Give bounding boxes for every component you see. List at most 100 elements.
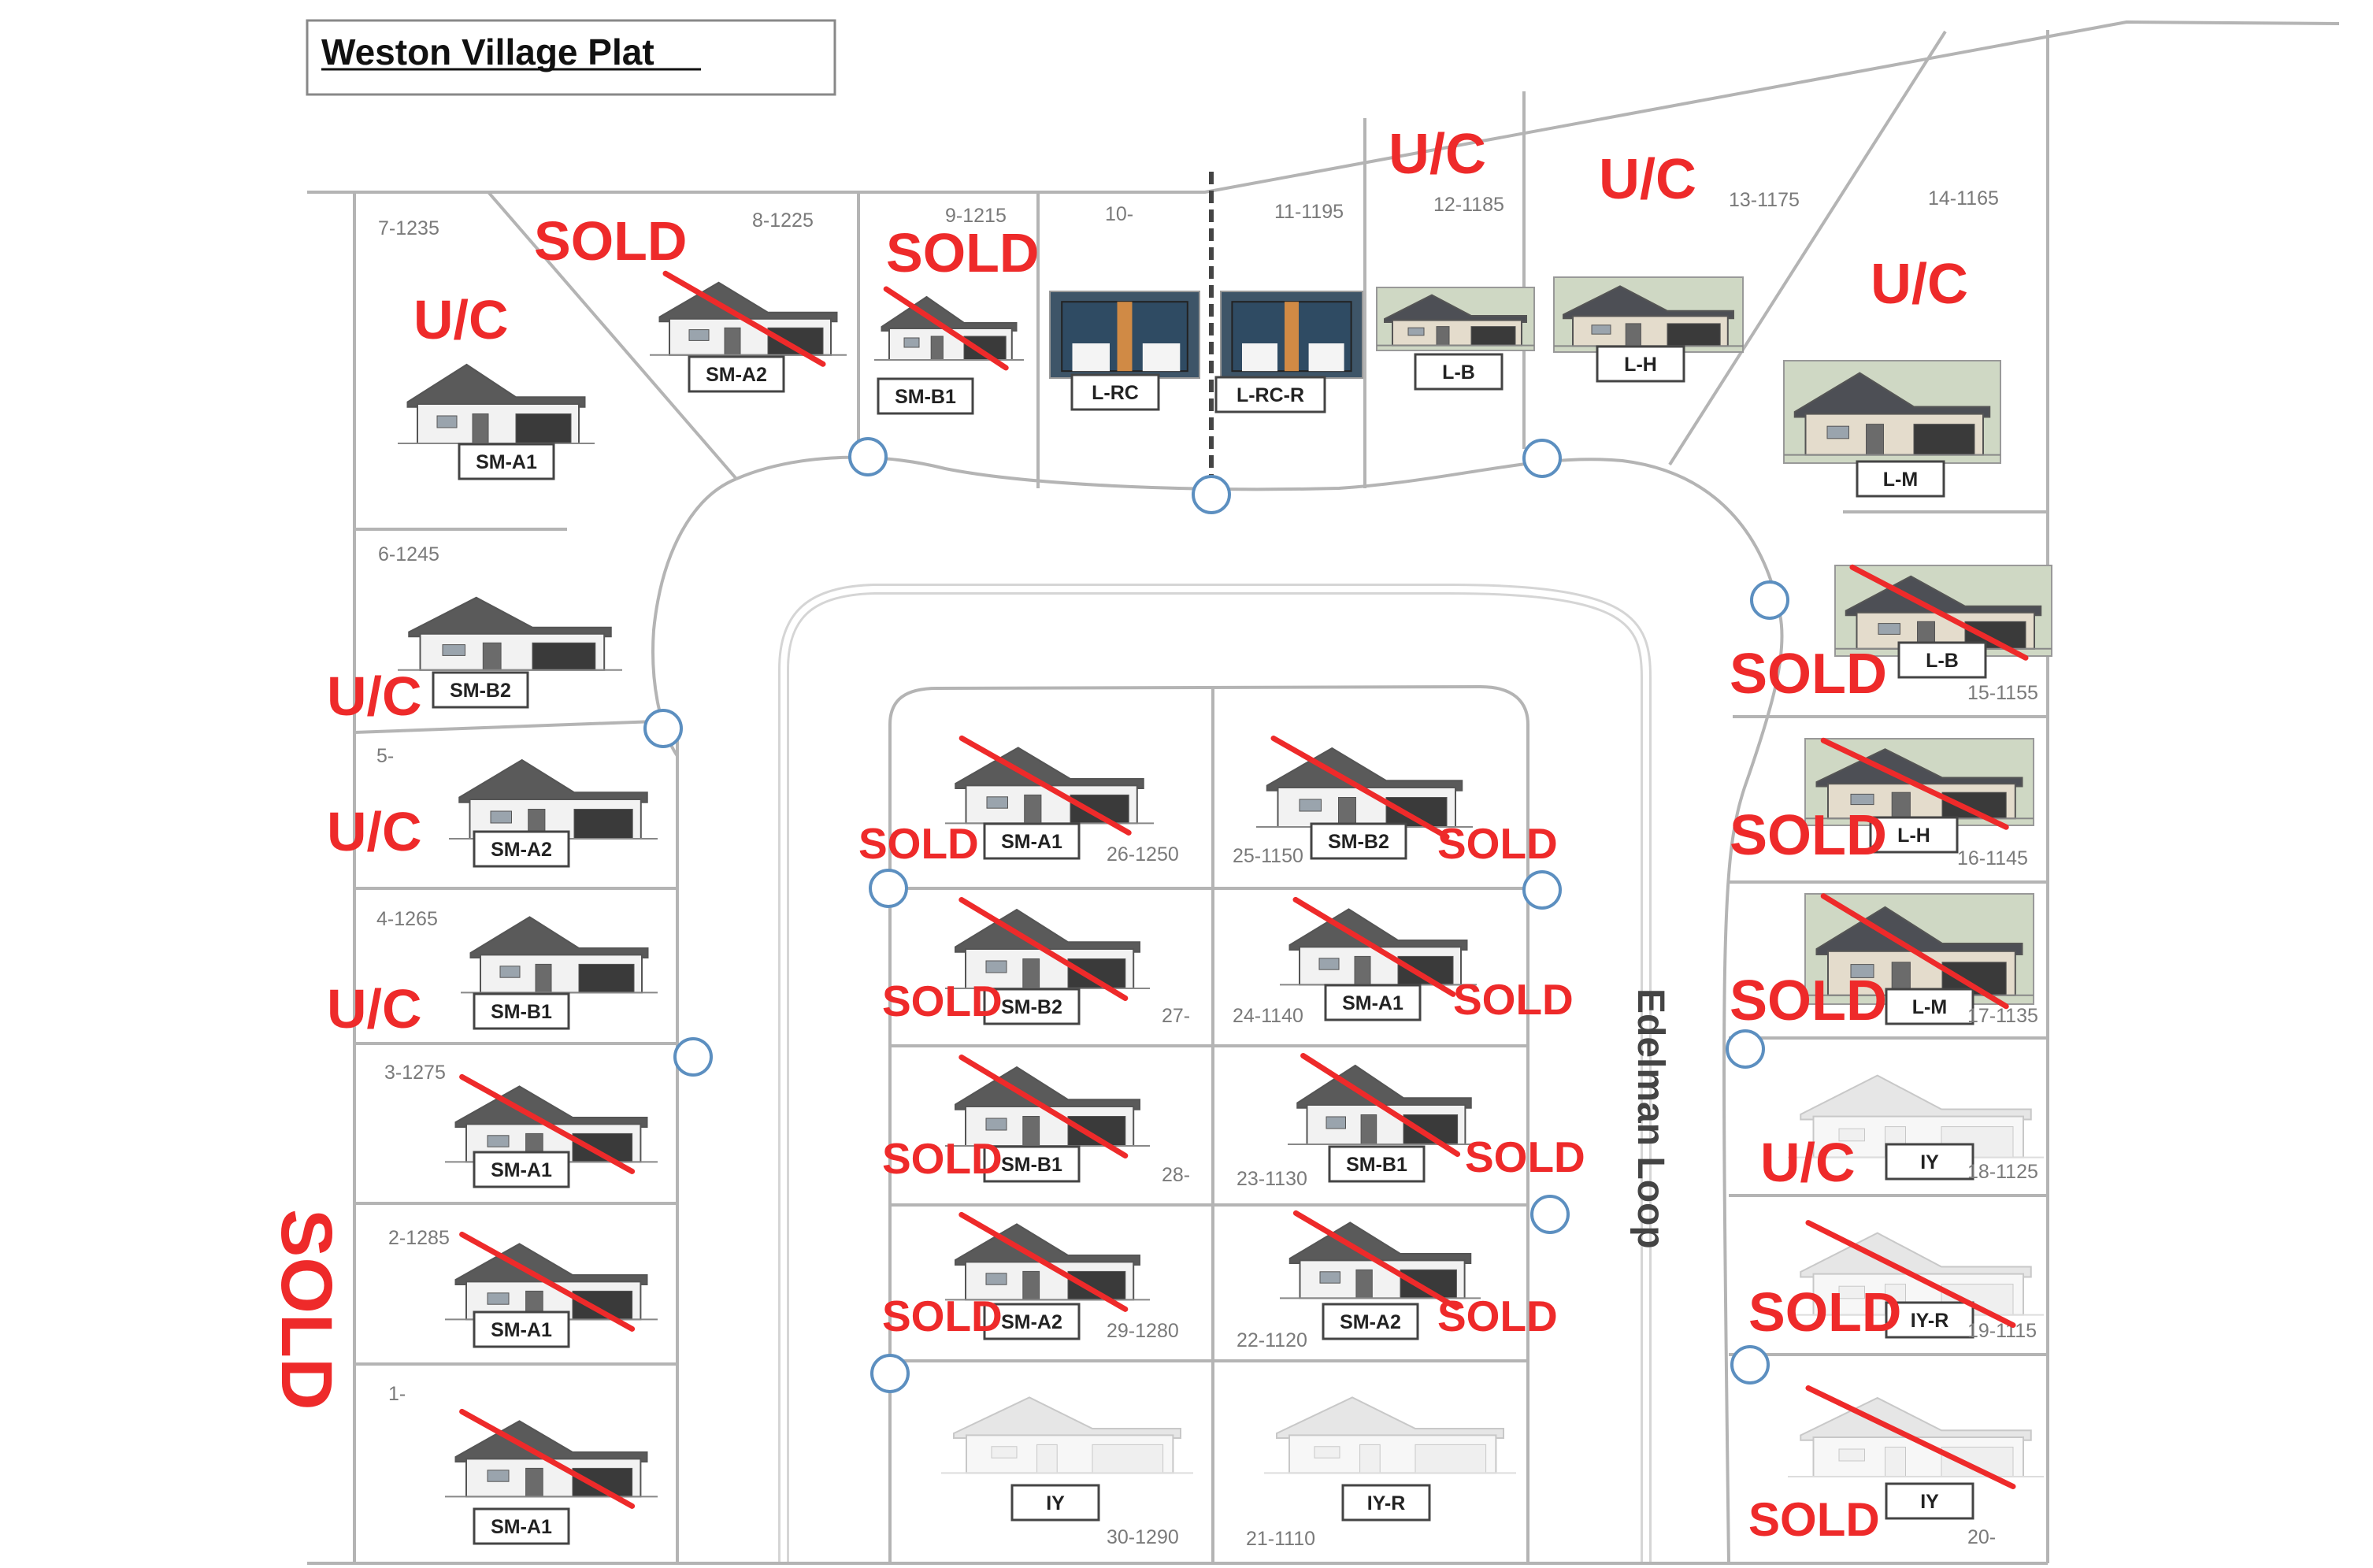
lot-number: 14-1165 [1928,187,1999,209]
lot-number: 8-1225 [752,209,814,232]
model-label-box [1341,1484,1431,1522]
window [1407,327,1425,336]
garage-door [1667,323,1721,347]
model-label: SM-A1 [476,451,537,473]
lot-number: 20- [1967,1526,1996,1548]
model-label: IY [1046,1492,1065,1514]
house-illustration [449,758,658,840]
lot-number: 24-1140 [1233,1005,1303,1027]
garage-door [1242,343,1277,372]
model-label-box [1885,1482,1974,1520]
front-door [1022,1270,1040,1300]
model-label: IY-R [1367,1492,1406,1514]
model-label: SM-A1 [491,1319,552,1341]
lot-boundaries [307,20,2340,1565]
garage-door [1941,791,2007,819]
model-label-box [1070,373,1160,411]
lot-21[interactable]: IY-R21-1110 [1246,1396,1516,1550]
garage-door [1142,343,1181,372]
house-roof [1288,1221,1472,1264]
status-label: SOLD [882,977,1003,1025]
house-illustration [945,1223,1150,1301]
sold-strike-line [958,1055,1129,1158]
window [490,810,512,824]
lot-3[interactable]: SM-A13-1275 [384,1062,658,1188]
model-label-box [1885,1143,1974,1181]
lot-number: 3-1275 [384,1062,446,1084]
house-trim [1117,302,1133,372]
lot-5[interactable]: SM-A25-U/C [327,745,658,868]
lot-number: 10- [1105,203,1133,225]
house-roof [1815,748,2023,788]
front-door [1360,1114,1377,1145]
lot-number: 27- [1162,1005,1190,1027]
house-roof [406,363,586,408]
model-label-box [1897,641,1987,679]
front-door [1354,955,1371,985]
garage-door [573,809,633,840]
front-door [1338,797,1356,828]
street-name: Edelman Loop [1630,988,1671,1249]
front-door [1022,958,1040,989]
front-door [1885,1447,1906,1477]
front-door [930,335,944,361]
status-label: SOLD [534,210,687,272]
lot-number: 29-1280 [1107,1320,1179,1342]
window [1318,958,1340,970]
house-roof [458,758,648,803]
garage-door [1415,1444,1487,1473]
model-label: L-RC [1092,382,1139,404]
house-roof [469,916,649,958]
lot-number: 6-1245 [378,543,439,565]
lot-1[interactable]: SM-A11- [388,1383,658,1545]
house-illustration [1220,291,1363,379]
sold-strike-line [459,1073,636,1174]
sold-strike-line [958,1211,1129,1312]
model-label: SM-A1 [491,1516,552,1538]
lot-11[interactable]: L-RC-R11-1195 [1214,201,1363,413]
front-door [1036,1444,1058,1473]
status-label: SOLD [1730,969,1887,1032]
model-label: SM-A2 [491,839,552,861]
model-label-box [1010,1484,1100,1522]
status-label: SOLD [1748,1493,1880,1546]
model-label: SM-A1 [1001,831,1062,853]
window [985,1118,1007,1131]
front-door [1024,794,1042,824]
house-illustration [1264,1396,1516,1474]
lot-number: 15-1155 [1967,682,2038,704]
lot-2[interactable]: SM-A12-1285 [388,1227,658,1348]
model-label-box [877,377,974,415]
window [1314,1446,1340,1459]
lot-number: 25-1150 [1233,845,1303,867]
house-roof [454,1085,648,1128]
window [1850,793,1874,806]
house-illustration [398,596,622,671]
lot-10[interactable]: L-RC 10- [1049,203,1200,411]
model-label: SM-A2 [1001,1311,1062,1333]
front-door [1436,326,1450,347]
